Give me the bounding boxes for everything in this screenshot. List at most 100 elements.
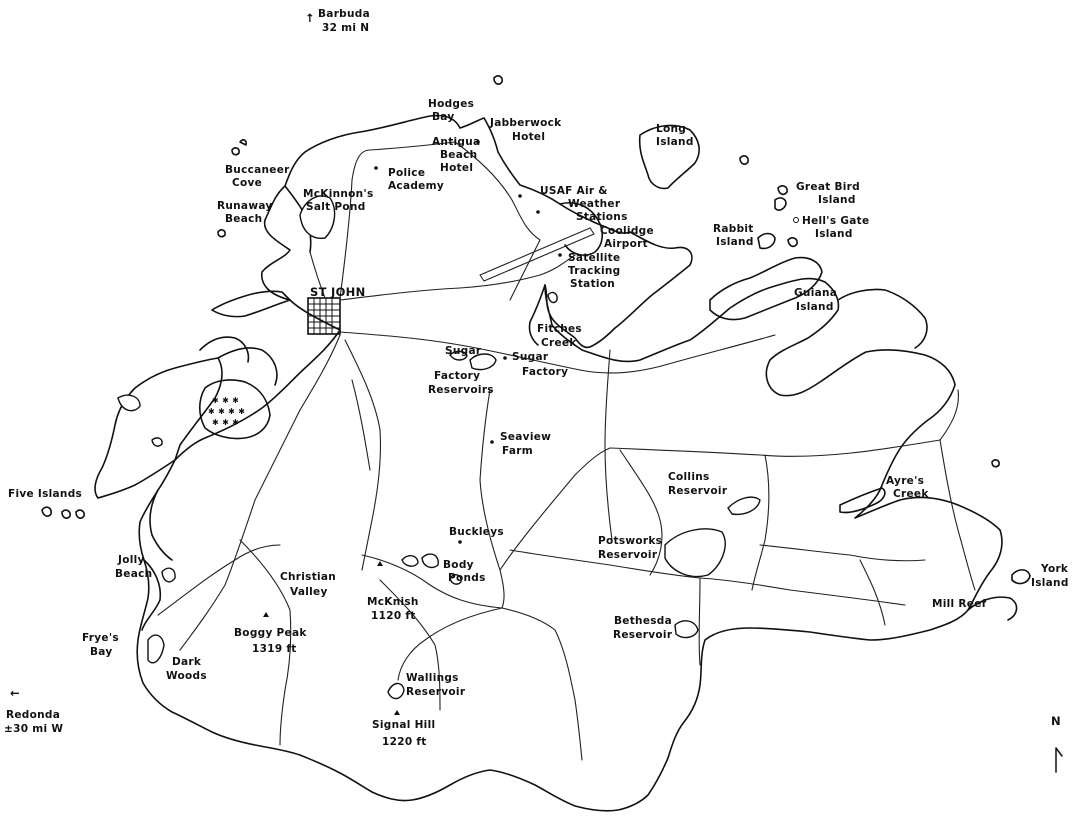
great-bird-label-1: Great Bird: [796, 181, 860, 193]
christian-valley-label-2: Valley: [290, 586, 328, 598]
hells-gate-islet: [787, 237, 798, 248]
mill-reef-label: Mill Reef: [932, 598, 987, 610]
antigua-beach-hotel-label-2: Beach: [440, 149, 477, 161]
long-island-label-1: Long: [656, 123, 686, 135]
usaf-label-2: Weather: [568, 198, 621, 210]
dark-woods-label-2: Woods: [166, 670, 207, 682]
east-peninsula-outline: [837, 288, 928, 349]
rabbit-island-label-1: Rabbit: [713, 223, 754, 235]
seaview-farm-label-1: Seaview: [500, 431, 551, 443]
buccaneer-islets: [231, 139, 247, 156]
collins-reservoir-pond: [727, 496, 761, 516]
road-central-3: [479, 389, 505, 609]
west-coast-bay-1: [149, 489, 173, 561]
redonda-arrow: ←: [10, 686, 20, 700]
main-island-coastline: [136, 114, 1003, 812]
road-east-north: [664, 334, 776, 366]
long-island-outline: [638, 124, 700, 190]
road-west-coast: [157, 544, 281, 616]
potsworks-label-2: Reservoir: [598, 549, 658, 561]
satellite-label-3: Station: [570, 278, 615, 290]
boggy-peak-label-1: Boggy Peak: [234, 627, 307, 639]
rabbit-island-label-2: Island: [716, 236, 754, 248]
point-markers: [263, 140, 799, 715]
guiana-label-2: Island: [796, 301, 834, 313]
runaway-islet: [217, 229, 226, 238]
road-southeast-branch: [759, 544, 926, 562]
york-island-outline: [1011, 569, 1031, 585]
hells-gate-label-2: Island: [815, 228, 853, 240]
road-central-2: [351, 379, 371, 471]
usaf-label-1: USAF Air &: [540, 185, 608, 197]
bethesda-reservoir-pond: [674, 620, 699, 639]
mcknish-label-2: 1120 ft: [371, 610, 416, 622]
police-academy-marker: [374, 166, 378, 170]
great-bird-islet-2: [777, 185, 788, 196]
coolidge-label-1: Coolidge: [600, 225, 654, 237]
signal-hill-label-1: Signal Hill: [372, 719, 435, 731]
police-academy-label-1: Police: [388, 167, 425, 179]
guiana-island-outline: [709, 256, 823, 321]
east-islet: [991, 459, 1000, 468]
sugar-factory-label-2: Factory: [522, 366, 568, 378]
body-ponds-label-1: Body: [443, 559, 474, 571]
bethesda-label-2: Reservoir: [613, 629, 673, 641]
road-sea-view: [499, 447, 611, 571]
satellite-marker: [558, 253, 562, 257]
jolly-beach-pond: [161, 567, 176, 583]
ayres-creek-islet: [839, 487, 886, 514]
road-south-central: [397, 607, 503, 681]
west-coast-bay-2: [141, 559, 162, 631]
rabbit-island-outline: [757, 232, 776, 250]
road-north-interior: [509, 239, 541, 301]
satellite-pond: [547, 291, 558, 304]
great-bird-islet-1: [774, 197, 787, 211]
buckleys-marker: [458, 540, 462, 544]
fitches-creek-inlet: [528, 284, 546, 346]
hells-gate-label-1: Hell's Gate: [802, 215, 869, 227]
usaf-marker-1: [518, 194, 522, 198]
buccaneer-cove-label-2: Cove: [232, 177, 262, 189]
wallings-label-1: Wallings: [406, 672, 459, 684]
road-buckleys: [361, 554, 503, 609]
runaway-beach-label-2: Beach: [225, 213, 262, 225]
antigua-beach-hotel-label-1: Antigua: [432, 136, 480, 148]
sugar-reservoirs-label-3: Reservoirs: [428, 384, 494, 396]
satellite-label-2: Tracking: [568, 265, 620, 277]
road-central-1: [344, 339, 382, 571]
svg-text:✱ ✱ ✱: ✱ ✱ ✱: [212, 396, 239, 405]
sugar-reservoirs-label-1: Sugar: [445, 345, 482, 357]
mcknish-triangle: [377, 561, 383, 566]
road-west-north: [309, 251, 326, 299]
sugar-factory-reservoir-pond: [469, 353, 497, 371]
road-stjohn-north: [339, 141, 456, 299]
mcknish-label-1: McKnish: [367, 596, 419, 608]
northwest-peninsula-coastline: [211, 290, 291, 318]
road-south: [501, 607, 583, 761]
signal-hill-triangle: [394, 710, 400, 715]
fryes-bay-label-2: Bay: [90, 646, 113, 658]
west-bay-shore: [217, 347, 278, 386]
potsworks-reservoir-pond: [664, 528, 726, 578]
road-network: [157, 141, 976, 761]
road-christian-valley: [239, 539, 292, 746]
west-lagoon-pond: [117, 394, 141, 412]
mckinnons-salt-pond: [299, 195, 336, 239]
road-east-cross: [604, 349, 613, 541]
usaf-marker-2: [536, 210, 540, 214]
antigua-beach-hotel-label-3: Hotel: [440, 162, 473, 174]
seaview-farm-marker: [490, 440, 494, 444]
redonda-label-line2: ±30 mi W: [4, 723, 63, 735]
road-north-airport: [339, 254, 576, 301]
mckinnons-label-1: McKinnon's: [303, 188, 374, 200]
road-east-long: [609, 389, 959, 457]
jabberwock-label-2: Hotel: [512, 131, 545, 143]
buckleys-label: Buckleys: [449, 526, 504, 538]
place-labels: ↑ Barbuda 32 mi N Hodges Bay Jabberwock …: [4, 8, 1069, 748]
sugar-factory-reservoir-pond-2: [449, 350, 468, 361]
north-arrow-label: N: [1051, 714, 1061, 728]
satellite-label-1: Satellite: [568, 252, 620, 264]
marsh-area: [198, 379, 271, 440]
